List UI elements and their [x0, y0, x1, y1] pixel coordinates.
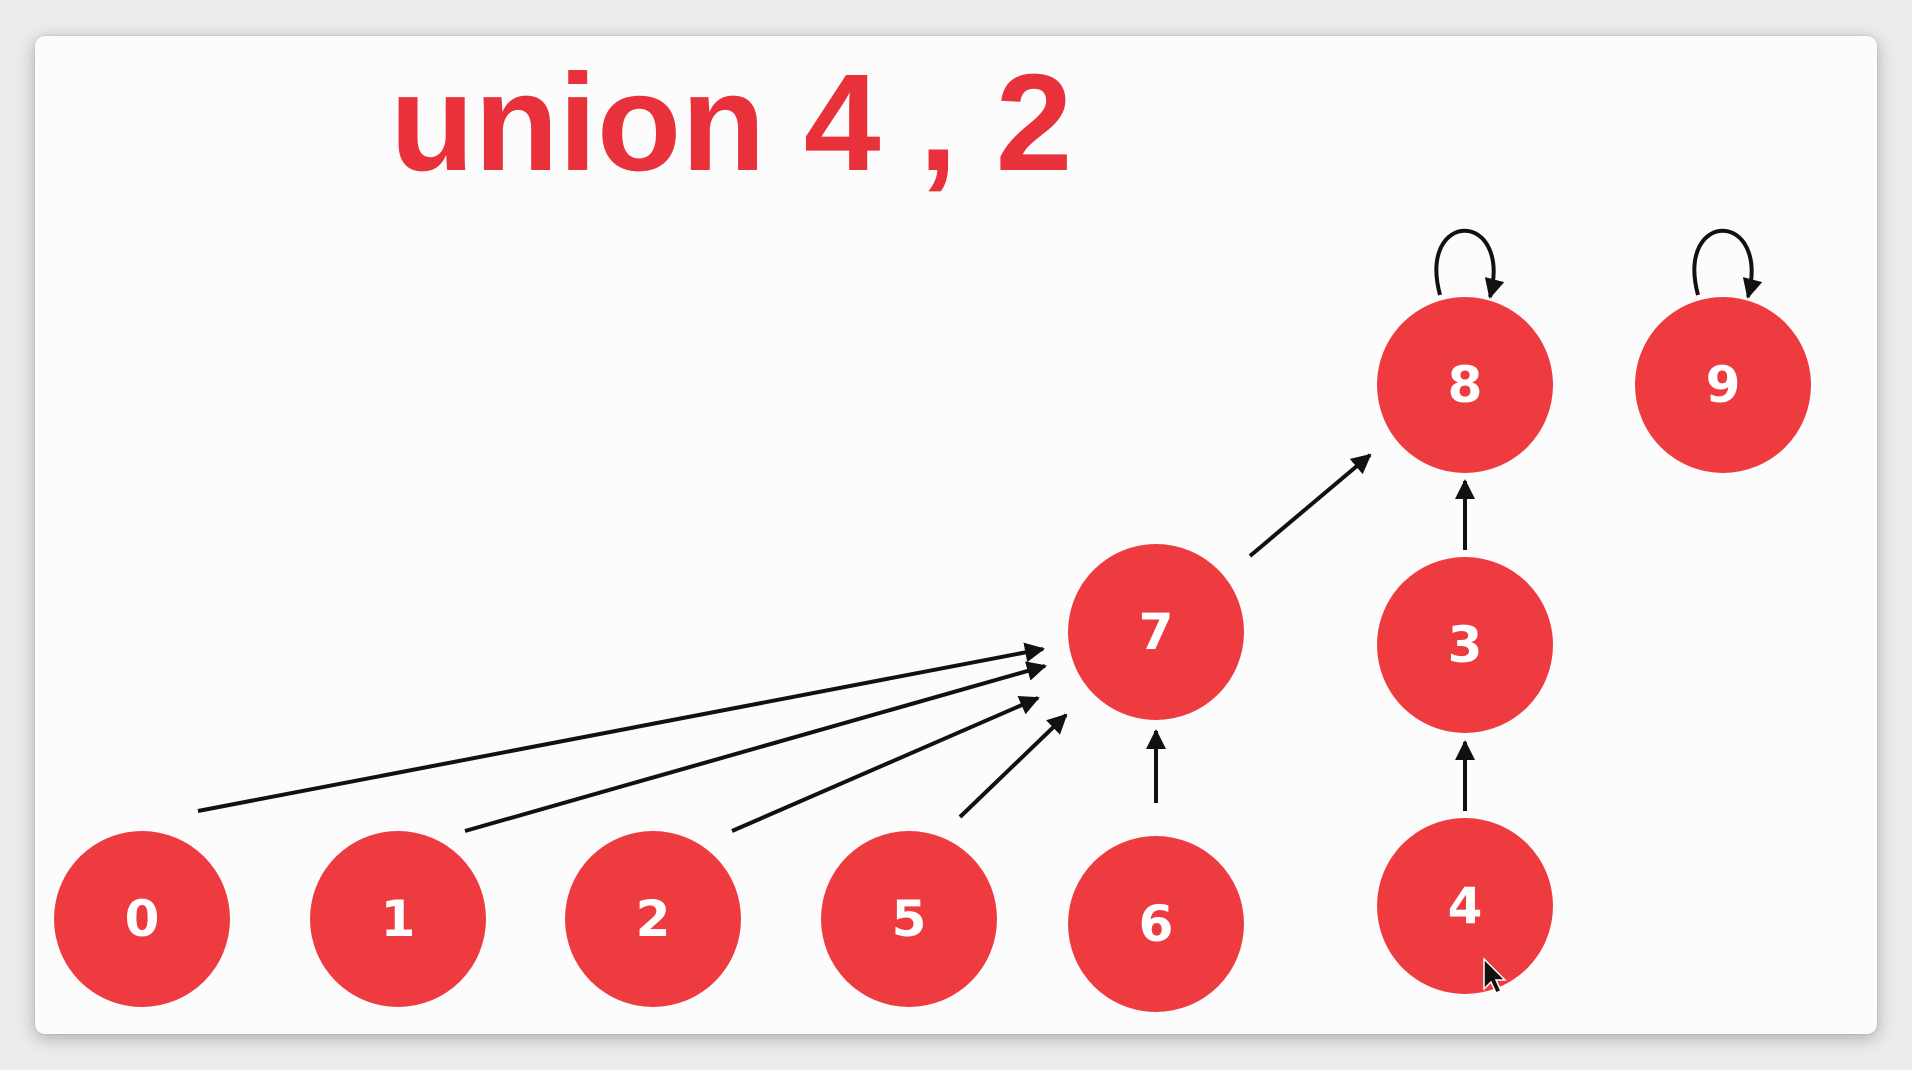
node-label-0: 0 — [125, 890, 160, 948]
node-1: 1 — [310, 831, 486, 1007]
node-label-3: 3 — [1448, 616, 1483, 674]
node-6: 6 — [1068, 836, 1244, 1012]
node-9: 9 — [1635, 297, 1811, 473]
edges-layer — [197, 228, 1763, 833]
node-label-1: 1 — [381, 890, 416, 948]
self-loop-9 — [1692, 228, 1763, 299]
node-label-6: 6 — [1139, 895, 1174, 953]
node-label-8: 8 — [1448, 356, 1483, 414]
node-circle-1 — [310, 831, 486, 1007]
node-0: 0 — [54, 831, 230, 1007]
node-circle-6 — [1068, 836, 1244, 1012]
self-loop-8 — [1434, 228, 1505, 299]
node-2: 2 — [565, 831, 741, 1007]
slide-frame: union 4 , 2 0 1 2 5 6 7 3 4 8 9 — [35, 36, 1877, 1034]
node-circle-2 — [565, 831, 741, 1007]
nodes-layer: 0 1 2 5 6 7 3 4 8 9 — [54, 297, 1811, 1012]
cursor-layer — [1483, 957, 1507, 994]
node-label-7: 7 — [1139, 603, 1174, 661]
node-circle-5 — [821, 831, 997, 1007]
node-8: 8 — [1377, 297, 1553, 473]
node-label-5: 5 — [892, 890, 927, 948]
edge-7-to-8 — [1248, 453, 1372, 558]
node-5: 5 — [821, 831, 997, 1007]
node-circle-7 — [1068, 544, 1244, 720]
edge-0-to-7 — [197, 642, 1045, 813]
edge-1-to-7 — [464, 661, 1047, 833]
node-label-2: 2 — [636, 890, 671, 948]
edge-2-to-7 — [731, 696, 1040, 833]
node-circle-4 — [1377, 818, 1553, 994]
mouse-pointer-icon — [1483, 957, 1507, 994]
node-circle-8 — [1377, 297, 1553, 473]
node-3: 3 — [1377, 557, 1553, 733]
union-find-diagram: 0 1 2 5 6 7 3 4 8 9 — [54, 228, 1811, 1012]
slide-title: union 4 , 2 — [390, 46, 1073, 200]
node-7: 7 — [1068, 544, 1244, 720]
edge-5-to-7 — [958, 713, 1068, 819]
node-circle-0 — [54, 831, 230, 1007]
node-circle-9 — [1635, 297, 1811, 473]
node-label-4: 4 — [1448, 877, 1483, 935]
node-circle-3 — [1377, 557, 1553, 733]
node-4: 4 — [1377, 818, 1553, 994]
node-label-9: 9 — [1706, 356, 1741, 414]
